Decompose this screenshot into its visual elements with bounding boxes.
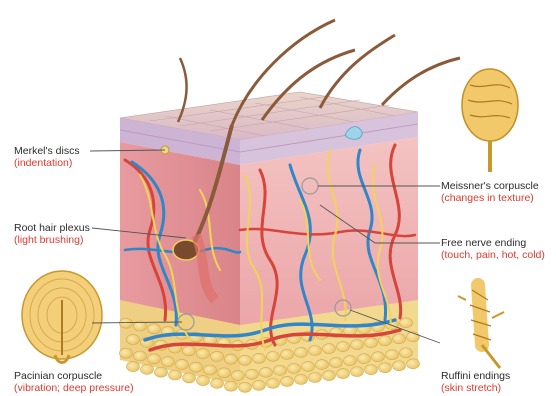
- fat-cell: [141, 364, 154, 374]
- label-free-nerve-ending: Free nerve ending (touch, pain, hot, col…: [441, 237, 545, 261]
- fat-cell: [295, 347, 308, 357]
- fat-cell: [400, 348, 413, 358]
- fat-cell: [344, 356, 357, 366]
- pacinian-corpuscle-illustration: [22, 271, 102, 363]
- fat-cell: [197, 349, 210, 359]
- receptor-sense: (touch, pain, hot, cold): [441, 249, 545, 261]
- receptor-name: Meissner's corpuscle: [441, 180, 539, 192]
- fat-cell: [190, 362, 203, 372]
- fat-cell: [288, 363, 301, 373]
- fat-cell: [155, 367, 168, 377]
- fat-cell: [309, 373, 322, 383]
- fat-cell: [393, 361, 406, 371]
- fat-cell: [323, 371, 336, 381]
- fat-cell: [253, 353, 266, 363]
- fat-cell: [148, 324, 161, 334]
- fat-cell: [120, 318, 133, 328]
- fat-cell: [351, 367, 364, 377]
- fat-cell: [400, 318, 413, 328]
- fat-cell: [127, 335, 140, 345]
- fat-cell: [316, 360, 329, 370]
- fat-cell: [309, 346, 322, 356]
- fat-cell: [281, 349, 294, 359]
- fat-cell: [197, 376, 210, 386]
- fat-cell: [386, 350, 399, 360]
- receptor-name: Ruffini endings: [441, 370, 510, 382]
- receptor-sense: (indentation): [14, 157, 80, 169]
- receptor-name: Root hair plexus: [14, 222, 90, 234]
- fat-cell: [281, 376, 294, 386]
- fat-cell: [148, 354, 161, 364]
- fat-cell: [267, 378, 280, 388]
- fat-cell: [337, 342, 350, 352]
- fat-cell: [211, 351, 224, 361]
- fat-cell: [260, 367, 273, 377]
- fat-cell: [239, 382, 252, 392]
- meissners-corpuscle-illustration: [462, 69, 518, 172]
- fat-cell: [253, 380, 266, 390]
- fat-cell: [134, 351, 147, 361]
- fat-cell: [330, 358, 343, 368]
- fat-cell: [169, 370, 182, 380]
- fat-cell: [183, 373, 196, 383]
- fat-cell: [379, 363, 392, 373]
- fat-cell: [176, 359, 189, 369]
- fat-cell: [372, 352, 385, 362]
- receptor-name: Merkel's discs: [14, 145, 80, 157]
- fat-cell: [302, 361, 315, 371]
- fat-cell: [393, 334, 406, 344]
- fat-cell: [239, 355, 252, 365]
- fat-cell: [204, 365, 217, 375]
- fat-cell: [379, 336, 392, 346]
- fat-cell: [274, 365, 287, 375]
- receptor-sense: (vibration; deep pressure): [14, 382, 134, 394]
- fat-cell: [365, 338, 378, 348]
- ruffini-ending-illustration: [458, 285, 504, 368]
- label-ruffini-endings: Ruffini endings (skin stretch): [441, 370, 510, 394]
- label-meissners-corpuscle: Meissner's corpuscle (changes in texture…: [441, 180, 539, 204]
- fat-cell: [267, 351, 280, 361]
- receptor-name: Pacinian corpuscle: [14, 370, 134, 382]
- receptor-sense: (skin stretch): [441, 382, 510, 394]
- fat-cell: [183, 346, 196, 356]
- fat-cell: [323, 344, 336, 354]
- fat-cell: [351, 340, 364, 350]
- fat-cell: [218, 368, 231, 378]
- label-merkels-discs: Merkel's discs (indentation): [14, 145, 80, 169]
- fat-cell: [225, 354, 238, 364]
- receptor-sense: (light brushing): [14, 234, 90, 246]
- receptor-sense: (changes in texture): [441, 192, 539, 204]
- receptor-name: Free nerve ending: [441, 237, 545, 249]
- fat-cell: [232, 371, 245, 381]
- fat-cell: [211, 378, 224, 388]
- fat-cell: [295, 374, 308, 384]
- fat-cell: [225, 381, 238, 391]
- label-pacinian-corpuscle: Pacinian corpuscle (vibration; deep pres…: [14, 370, 134, 394]
- fat-cell: [365, 365, 378, 375]
- label-root-hair-plexus: Root hair plexus (light brushing): [14, 222, 90, 246]
- fat-cell: [246, 369, 259, 379]
- fat-cell: [162, 357, 175, 367]
- fat-cell: [337, 369, 350, 379]
- fat-cell: [120, 348, 133, 358]
- fat-cell: [358, 354, 371, 364]
- fat-cell: [407, 359, 420, 369]
